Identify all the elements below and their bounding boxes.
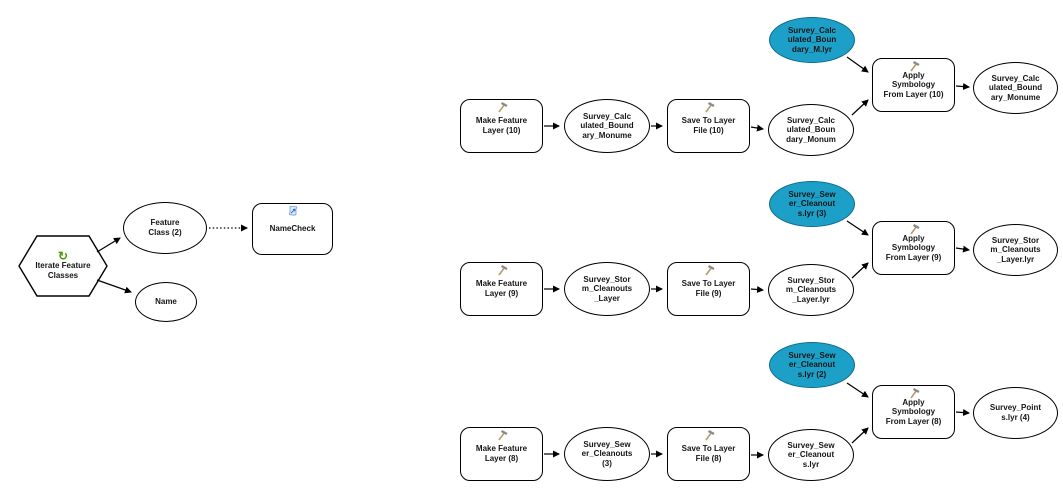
saved-lyr-variable[interactable]: Survey_Sew er_Cleanout s.lyr xyxy=(768,429,854,481)
connector-arrow xyxy=(846,56,869,73)
hammer-icon xyxy=(496,101,508,113)
make-feature-layer-tool[interactable]: Make Feature Layer (10) xyxy=(460,99,543,153)
variable-label: Survey_Sew er_Cleanout s.lyr (2) xyxy=(788,350,836,379)
connector-arrow xyxy=(851,262,869,279)
connector-arrow xyxy=(955,409,970,417)
connector-arrow xyxy=(846,220,869,236)
apply-symbology-tool[interactable]: Apply Symbology From Layer (9) xyxy=(872,221,955,275)
tool-label: Apply Symbology From Layer (9) xyxy=(885,233,942,262)
name-variable[interactable]: Name xyxy=(135,282,197,322)
variable-label: Survey_Stor m_Cleanouts _Layer xyxy=(581,274,633,303)
tool-label: Make Feature Layer (8) xyxy=(475,444,528,463)
save-to-layer-file-tool[interactable]: Save To Layer File (8) xyxy=(667,427,750,481)
connector-arrow xyxy=(851,427,869,444)
feature-class-label: Feature Class (2) xyxy=(148,218,182,237)
tool-label: Make Feature Layer (9) xyxy=(475,279,528,298)
tool-label: Save To Layer File (10) xyxy=(681,116,736,135)
apply-symbology-tool[interactable]: Apply Symbology From Layer (8) xyxy=(872,385,955,439)
hammer-icon xyxy=(496,429,508,441)
intermediate-layer-variable[interactable]: Survey_Calc ulated_Bound ary_Monume xyxy=(564,99,650,153)
iterator-label: Iterate Feature Classes xyxy=(35,261,91,280)
namecheck-label: NameCheck xyxy=(269,224,316,234)
connector-arrow xyxy=(955,83,970,91)
script-scroll-icon xyxy=(287,205,299,217)
apply-symbology-tool[interactable]: Apply Symbology From Layer (10) xyxy=(872,58,955,112)
variable-label: Survey_Stor m_Cleanouts _Layer.lyr xyxy=(785,275,837,304)
variable-label: Survey_Sew er_Cleanouts (3) xyxy=(581,439,633,468)
hammer-icon xyxy=(908,60,920,72)
saved-lyr-variable[interactable]: Survey_Stor m_Cleanouts _Layer.lyr xyxy=(768,264,854,316)
intermediate-layer-variable[interactable]: Survey_Sew er_Cleanouts (3) xyxy=(564,427,650,481)
connector-arrow xyxy=(955,245,970,253)
variable-label: Survey_Calc ulated_Boun dary_Monum xyxy=(786,115,836,144)
iterator-node[interactable]: ↻ Iterate Feature Classes xyxy=(19,236,107,296)
name-label: Name xyxy=(155,297,177,307)
symbology-lyr-variable[interactable]: Survey_Calc ulated_Boun dary_M.lyr xyxy=(769,17,855,63)
tool-label: Save To Layer File (8) xyxy=(681,444,736,463)
loop-arrow-icon: ↻ xyxy=(57,249,69,264)
variable-label: Survey_Sew er_Cleanout s.lyr xyxy=(787,440,835,469)
variable-label: Survey_Stor m_Cleanouts _Layer.lyr xyxy=(990,235,1041,264)
hammer-icon xyxy=(496,264,508,276)
hammer-icon xyxy=(703,101,715,113)
hammer-icon xyxy=(908,223,920,235)
hammer-icon xyxy=(908,387,920,399)
intermediate-layer-variable[interactable]: Survey_Stor m_Cleanouts _Layer xyxy=(564,262,650,316)
tool-label: Apply Symbology From Layer (8) xyxy=(885,397,942,426)
symbology-lyr-variable[interactable]: Survey_Sew er_Cleanout s.lyr (3) xyxy=(769,181,855,227)
feature-class-variable[interactable]: Feature Class (2) xyxy=(123,202,207,254)
save-to-layer-file-tool[interactable]: Save To Layer File (10) xyxy=(667,99,750,153)
saved-lyr-variable[interactable]: Survey_Calc ulated_Boun dary_Monum xyxy=(768,104,854,156)
variable-label: Survey_Calc ulated_Bound ary_Monume xyxy=(988,73,1043,102)
connector-arrow xyxy=(750,124,764,132)
connector-arrow xyxy=(851,99,869,116)
variable-label: Survey_Calc ulated_Boun dary_M.lyr xyxy=(787,25,837,54)
namecheck-tool[interactable]: NameCheck xyxy=(252,203,333,255)
tool-label: Make Feature Layer (10) xyxy=(475,116,528,135)
make-feature-layer-tool[interactable]: Make Feature Layer (9) xyxy=(460,262,543,316)
tool-label: Save To Layer File (9) xyxy=(681,279,736,298)
hammer-icon xyxy=(703,429,715,441)
symbology-lyr-variable[interactable]: Survey_Sew er_Cleanout s.lyr (2) xyxy=(769,342,855,388)
output-layer-variable[interactable]: Survey_Point s.lyr (4) xyxy=(973,387,1058,439)
connector-arrow xyxy=(96,279,132,294)
iterator-hexagon-shape[interactable] xyxy=(18,235,108,297)
make-feature-layer-tool[interactable]: Make Feature Layer (8) xyxy=(460,427,543,481)
connector-arrow xyxy=(750,286,764,293)
connector-arrow xyxy=(96,237,121,253)
output-layer-variable[interactable]: Survey_Calc ulated_Bound ary_Monume xyxy=(973,62,1058,114)
variable-label: Survey_Point s.lyr (4) xyxy=(989,403,1042,422)
tool-label: Apply Symbology From Layer (10) xyxy=(883,70,944,99)
hammer-icon xyxy=(703,264,715,276)
variable-label: Survey_Sew er_Cleanout s.lyr (3) xyxy=(788,189,836,218)
output-layer-variable[interactable]: Survey_Stor m_Cleanouts _Layer.lyr xyxy=(973,224,1058,276)
save-to-layer-file-tool[interactable]: Save To Layer File (9) xyxy=(667,262,750,316)
variable-label: Survey_Calc ulated_Bound ary_Monume xyxy=(580,111,634,140)
connector-arrow xyxy=(846,382,869,398)
